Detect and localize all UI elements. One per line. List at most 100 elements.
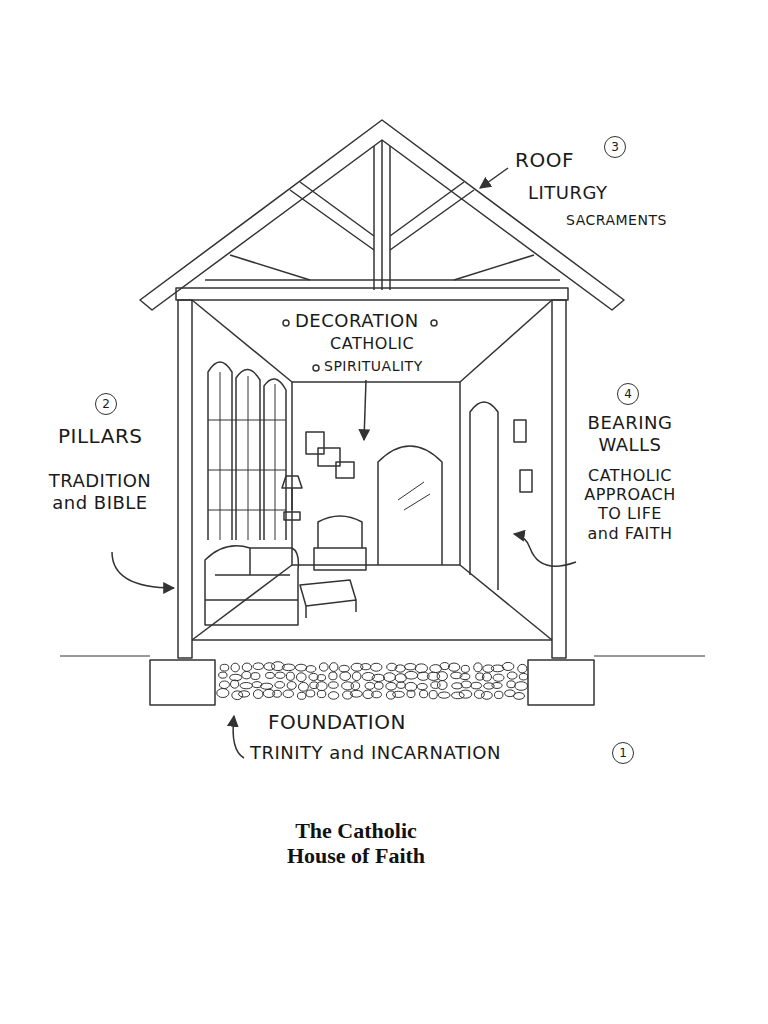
rubble-stone [317,690,326,697]
rubble-stone [351,663,363,671]
rubble-stone [471,682,482,689]
rubble-stone [295,664,306,671]
callout-number: 2 [95,393,117,415]
rubble-stone [253,663,263,670]
rubble-stone [286,672,294,680]
rubble-stone [461,665,469,672]
window-grid [208,372,286,540]
rubble-stone [283,690,293,698]
leader-arrow [112,552,174,588]
pillar [552,300,566,658]
picture-frame [306,432,324,454]
rubble-stone [253,690,262,699]
part-name: DECORATION [295,310,419,332]
rubble-stone [319,663,328,671]
top-beam [176,288,568,300]
leader-arrow [514,534,576,566]
leader-arrow [364,380,366,440]
rubble-stone [460,674,470,680]
back-wall [292,382,460,565]
rubble-stone [494,691,502,698]
rubble-stone [317,675,325,681]
rubble-stone [219,672,227,678]
part-meaning: TRADITION and BIBLE [36,470,164,513]
rubble-stone [371,691,381,698]
truss-brace [390,182,464,236]
rubble-stone [219,681,229,689]
truss-brace [390,190,474,250]
decoration-dot [431,320,437,326]
doorway-view [398,482,430,510]
rubble-stone [417,683,427,689]
caption: The Catholic House of Faith [266,818,446,869]
rubble-stone [296,673,306,682]
perspective-line [192,300,292,382]
rubble-stone [404,664,416,670]
rubble-stone [438,692,450,698]
rubble-stone [306,666,316,673]
truss-brace [290,190,374,250]
rubble-stone [275,672,285,678]
rubble-stone [361,664,371,670]
rubble-stone [518,664,527,672]
rubble-stone [242,663,251,671]
part-meaning: TRINITY and INCARNATION [250,742,501,764]
rubble-stone [395,665,405,672]
lamp [282,476,302,520]
tie-beam [205,279,560,281]
rubble-stone [329,672,337,680]
rubble-stone [474,690,484,698]
truss-brace [230,255,310,280]
armchair [314,516,366,570]
part-meaning: CATHOLIC [330,334,414,353]
part-meaning: SACRAMENTS [566,212,667,229]
rubble-stone [474,663,482,672]
sofa [205,546,298,625]
king-post [373,146,375,290]
rubble-stone [330,663,338,672]
part-meaning: LITURGY [528,182,608,204]
perspective-line [460,300,552,382]
rubble-stone [297,692,305,699]
decoration-dot [283,320,289,326]
rubble-stone [352,672,361,681]
rubble-stone [492,682,502,688]
rubble-stone [251,673,260,680]
rubble-stone [266,672,275,678]
rubble-stone [437,681,447,690]
rubble-stone [507,681,515,688]
rubble-stone [275,681,285,688]
rubble-stone [393,691,405,697]
floor-line [192,639,552,641]
rubble-stone [459,690,472,698]
rubble-stone [231,680,239,688]
footing-block [528,660,594,705]
pillar [178,300,192,658]
rubble-stone [405,671,418,679]
picture-frame [336,462,354,478]
rubble-stone [461,681,471,688]
rubble-stone [282,664,295,671]
part-name: PILLARS [58,424,142,448]
rubble-stone [483,665,494,672]
rubble-stone [306,690,315,697]
rubble-stone [340,672,351,681]
rubble-stone [448,663,459,671]
rubble-stone [261,683,273,689]
side-door [470,402,498,590]
roof-outline [140,120,624,310]
rubble-stone [287,682,296,690]
part-name: FOUNDATION [268,710,406,734]
rubble-stone [386,682,397,690]
rubble-stone [329,682,339,688]
king-post [389,146,391,290]
callout-number: 4 [617,383,639,405]
decoration-dot [313,365,319,371]
rubble-stone [415,664,427,673]
rubble-stone [515,682,528,691]
king-post [381,140,383,290]
callout-number: 3 [604,136,626,158]
rubble-stone [232,691,243,700]
wall-picture [520,470,532,492]
